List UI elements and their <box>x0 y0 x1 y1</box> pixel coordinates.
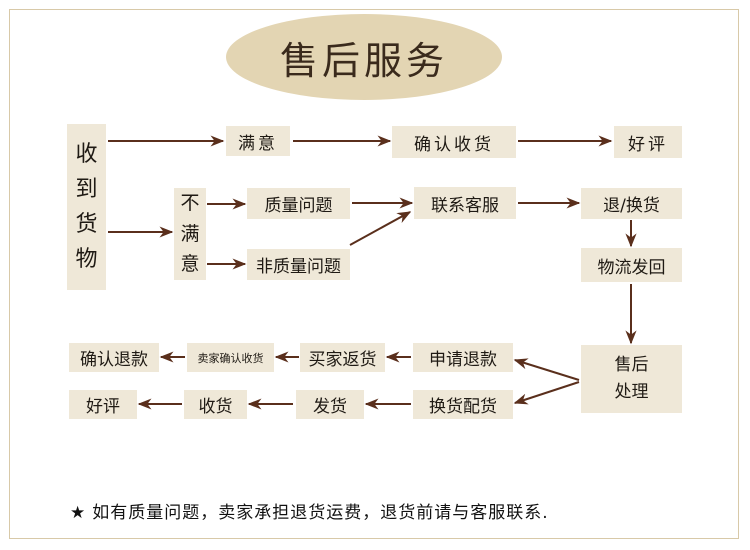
node-text: 售后 <box>614 354 649 375</box>
node-logistics-return: 物流发回 <box>581 248 682 282</box>
node-seller-confirm-receipt: 卖家确认收货 <box>187 343 274 372</box>
outer-frame <box>9 9 739 539</box>
node-text: 买家返货 <box>308 350 377 370</box>
arrow-handle-to-refund <box>513 358 580 381</box>
footer-note-text: 如有质量问题，卖家承担退货运费，退货前请与客服联系. <box>92 503 549 523</box>
arrow-nonquality-to-contact <box>349 211 412 246</box>
node-text: 意 <box>180 253 200 276</box>
node-text: 收 <box>75 141 98 167</box>
node-text: 收货 <box>198 397 233 417</box>
node-text: 联系客服 <box>431 195 499 216</box>
node-text: 货 <box>75 212 98 237</box>
node-text: 满意 <box>238 133 278 154</box>
star-icon: ★ <box>70 503 87 523</box>
node-text: 质量问题 <box>264 196 333 216</box>
node-text: 卖家确认收货 <box>197 351 264 365</box>
node-confirm-refund: 确认退款 <box>69 343 159 372</box>
node-text: 物流发回 <box>597 257 666 278</box>
node-text: 确认收货 <box>414 134 494 155</box>
node-text: 不 <box>180 192 200 215</box>
node-text: 满 <box>180 222 200 245</box>
node-receive-goods: 收货 <box>184 390 247 419</box>
node-text: 确认退款 <box>80 350 148 370</box>
node-text: 申请退款 <box>429 350 497 370</box>
title-ellipse: 售后服务 <box>226 14 502 100</box>
node-contact-service: 联系客服 <box>414 187 516 219</box>
arrow-handle-to-exchange <box>513 381 580 405</box>
node-text: 换货配货 <box>429 397 497 417</box>
node-text: 发货 <box>313 397 347 417</box>
node-confirm-receipt: 确认收货 <box>392 126 516 158</box>
node-non-quality-issue: 非质量问题 <box>247 249 350 280</box>
node-apply-refund: 申请退款 <box>413 343 513 372</box>
footer-note: ★如有质量问题，卖家承担退货运费，退货前请与客服联系. <box>70 498 549 523</box>
node-receive-goods-start: 收 到 货 物 <box>67 124 106 290</box>
node-text: 处理 <box>614 382 649 402</box>
node-ship: 发货 <box>296 390 364 419</box>
node-satisfied: 满意 <box>226 126 290 156</box>
node-text: 到 <box>75 176 98 202</box>
node-text: 退/换货 <box>603 196 660 216</box>
node-text: 好评 <box>628 134 668 155</box>
node-text: 物 <box>75 247 98 273</box>
node-after-sale-handle: 售后 处理 <box>581 345 682 413</box>
node-text: 好评 <box>86 397 120 417</box>
node-not-satisfied: 不 满 意 <box>174 188 206 280</box>
node-return-exchange: 退/换货 <box>581 188 682 219</box>
node-quality-issue: 质量问题 <box>247 188 350 219</box>
node-good-review-top: 好评 <box>614 126 682 158</box>
node-seller-return: 买家返货 <box>300 343 385 372</box>
node-text: 非质量问题 <box>256 257 341 277</box>
diagram-title: 售后服务 <box>279 38 448 83</box>
node-exchange-ship: 换货配货 <box>413 390 513 419</box>
node-good-review-bottom: 好评 <box>69 390 137 419</box>
